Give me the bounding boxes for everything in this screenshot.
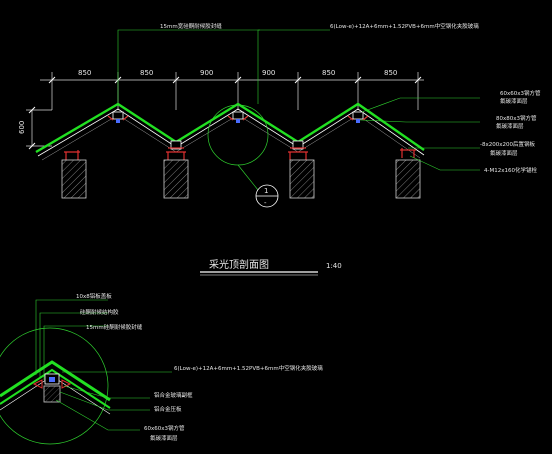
column-4 — [395, 159, 421, 199]
span-label-5: 850 — [322, 69, 335, 77]
detail-glass-spec-note: 6(Low-e)+12A+6mm+1.52PVB+6mm中空钢化夹胶玻璃 — [174, 364, 323, 372]
detail-circle — [0, 327, 109, 445]
dimension-chain — [26, 72, 424, 150]
detail-alloy-clip-note: 铝合金玻璃副框 — [154, 391, 193, 399]
gasket-note: 15mm宽硅酮耐候胶封缝 — [160, 22, 222, 30]
column-2 — [163, 159, 189, 199]
detail-aluminum-cover-note: 10x8铝板盖板 — [76, 292, 112, 300]
column-3 — [289, 159, 315, 199]
detail-leaders — [35, 299, 172, 431]
detail-clip-right — [61, 379, 72, 389]
steel-frame-line — [41, 114, 421, 161]
column-1 — [61, 159, 87, 199]
concrete-columns — [61, 159, 421, 199]
valley-node-1 — [168, 140, 184, 150]
detail-steel-tube-treatment: 氟碳漆面层 — [150, 434, 178, 442]
detail-steel-tube — [43, 385, 61, 403]
support-brackets — [64, 148, 416, 160]
dimension-labels: 850 850 900 900 850 850 600 — [18, 69, 397, 134]
glass-roof-profile — [35, 102, 425, 161]
glass-panel-outer — [35, 102, 425, 154]
ridge-node-2 — [227, 111, 249, 123]
detail-steel-tube-note: 60x60x3钢方管 — [144, 424, 185, 432]
detail-sheet: - — [264, 199, 267, 207]
section-title-name: 采光顶剖面图 — [209, 258, 269, 271]
top-leaders — [117, 29, 480, 171]
steel-tube-60-treatment: 氟碳漆面层 — [500, 97, 528, 105]
glass-panel-inner — [37, 108, 425, 157]
span-label-2: 850 — [140, 69, 153, 77]
span-label-3: 900 — [200, 69, 213, 77]
detail-callout: 1 - — [207, 104, 279, 208]
detail-number: 1 — [264, 187, 268, 195]
anchor-bolt-note: 4-M12x160化学锚栓 — [484, 166, 537, 174]
detail-gasket-note: 15mm硅酮耐候胶封缝 — [86, 323, 143, 331]
embed-plate-treatment: 氟碳漆面层 — [490, 149, 518, 157]
glass-spec-note: 6(Low-e)+12A+6mm+1.52PVB+6mm中空钢化夹胶玻璃 — [330, 22, 479, 30]
ridge-node-3 — [347, 111, 369, 123]
embed-plate-note: -8x200x200后置钢板 — [480, 140, 535, 148]
span-label-6: 850 — [384, 69, 397, 77]
ridge-connectors — [107, 111, 369, 150]
ridge-node-1 — [107, 111, 129, 123]
detail-notes: 10x8铝板盖板 硅酮耐候结构胶 15mm硅酮耐候胶封缝 6(Low-e)+12… — [76, 292, 323, 442]
steel-tube-80-note: 80x80x3钢方管 — [496, 114, 537, 122]
steel-tube-80-treatment: 氟碳漆面层 — [496, 122, 524, 130]
section-title: 采光顶剖面图 1:40 — [200, 258, 342, 276]
detail-clip-left — [32, 379, 43, 389]
detail-drawing — [0, 327, 111, 445]
top-notes: 15mm宽硅酮耐候胶封缝 6(Low-e)+12A+6mm+1.52PVB+6m… — [160, 22, 541, 174]
detail-glass-inner — [0, 368, 111, 409]
detail-sealant-note: 硅酮耐候结构胶 — [80, 308, 119, 316]
steel-tube-60-note: 60x60x3钢方管 — [500, 89, 541, 97]
detail-alloy-bar-note: 铝合金压板 — [154, 405, 182, 413]
valley-node-2 — [290, 140, 306, 150]
section-title-scale: 1:40 — [326, 262, 342, 270]
span-label-1: 850 — [78, 69, 91, 77]
detail-blue-insert — [49, 377, 55, 382]
height-label: 600 — [18, 121, 26, 134]
span-label-4: 900 — [262, 69, 275, 77]
detail-glass-left — [0, 360, 111, 402]
